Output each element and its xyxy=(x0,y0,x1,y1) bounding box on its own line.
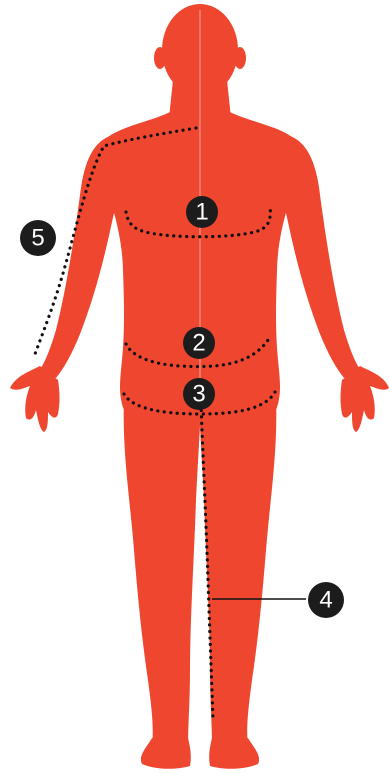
marker-3: 3 xyxy=(183,378,215,410)
marker-1: 1 xyxy=(186,196,218,228)
right-ear xyxy=(234,47,246,69)
left-leg xyxy=(124,400,201,745)
marker-label: 3 xyxy=(192,381,205,408)
marker-label: 4 xyxy=(319,587,332,614)
left-ear xyxy=(154,47,166,69)
marker-5: 5 xyxy=(20,220,56,256)
left-foot xyxy=(141,738,191,769)
marker-2: 2 xyxy=(183,327,215,359)
left-arm xyxy=(38,136,124,378)
marker-label: 5 xyxy=(31,225,44,252)
left-hand xyxy=(10,366,60,432)
marker-label: 2 xyxy=(192,330,205,357)
marker-4: 4 xyxy=(308,582,344,618)
marker-label: 1 xyxy=(195,199,208,226)
right-foot xyxy=(209,738,259,769)
right-hand xyxy=(341,366,389,432)
right-leg xyxy=(199,400,276,745)
right-arm xyxy=(276,136,362,378)
